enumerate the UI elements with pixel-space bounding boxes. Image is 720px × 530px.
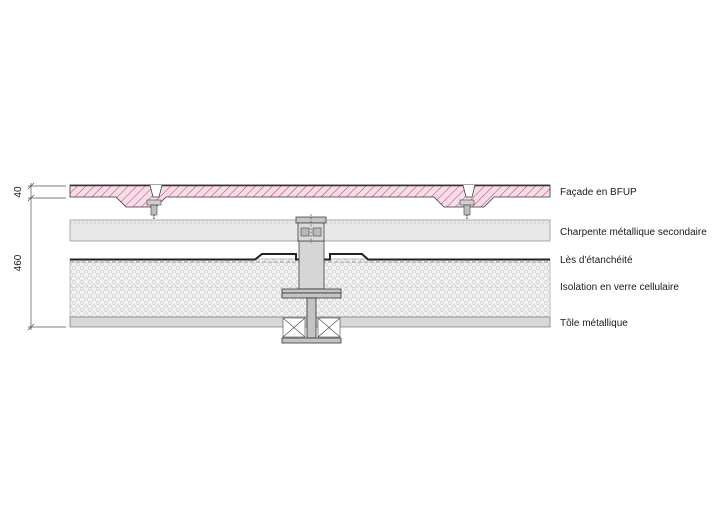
steel-connection <box>281 214 342 294</box>
label-facade: Façade en BFUP <box>560 187 637 198</box>
dimension-top: 40 <box>13 186 24 198</box>
label-les: Lès d'étanchéité <box>560 255 633 266</box>
label-charpente: Charpente métallique secondaire <box>560 227 707 238</box>
label-tole: Tôle métallique <box>560 318 628 329</box>
dimension-main: 460 <box>13 254 24 271</box>
label-isolation: Isolation en verre cellulaire <box>560 282 679 293</box>
facade-panel <box>69 184 551 208</box>
dimension-lines <box>27 182 66 331</box>
i-beam <box>281 292 342 344</box>
